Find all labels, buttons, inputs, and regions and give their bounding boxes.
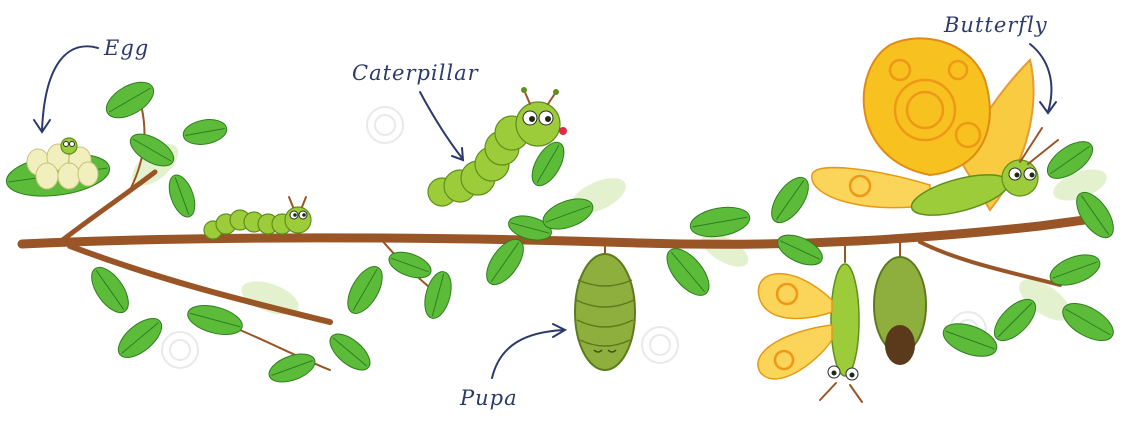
leaf [84,261,135,319]
leaf [939,317,1001,362]
small-caterpillar [204,197,311,239]
label-pupa: Pupa [459,386,518,410]
arrow-caterpillar [420,92,463,160]
arrow-pupa [492,324,565,378]
leaf [100,75,159,125]
label-egg: Egg [103,36,149,60]
egg-stage [4,138,113,202]
leaf [164,172,200,221]
label-pupa-group: Pupa [459,324,565,410]
hatchling [61,138,77,154]
label-caterpillar: Caterpillar [352,61,480,85]
emerging-butterfly [758,243,926,402]
arrow-egg [34,46,98,132]
pupa [575,243,635,370]
label-caterpillar-group: Caterpillar [352,61,480,160]
leaf [341,261,390,319]
label-butterfly: Butterfly [943,13,1048,37]
leaf [185,300,246,340]
leaf [324,327,376,376]
leaf [773,229,827,271]
adult-butterfly [812,38,1058,223]
leaf [688,203,752,241]
big-caterpillar [428,87,570,206]
leaf [764,171,815,229]
leaf [181,116,228,147]
leaf [112,311,169,364]
